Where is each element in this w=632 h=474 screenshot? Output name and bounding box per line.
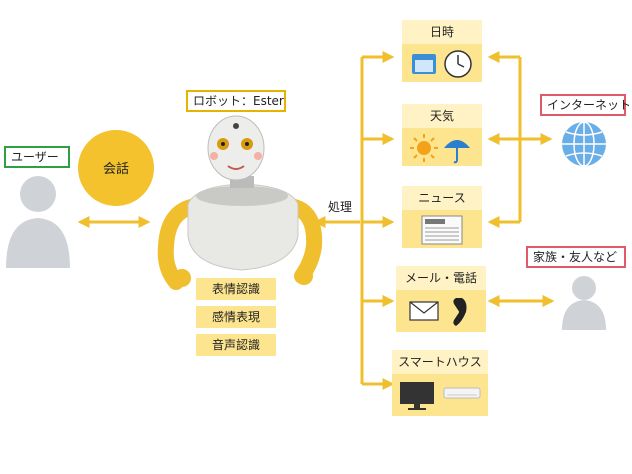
conversation-label: 会話 [102, 162, 129, 177]
service-mail-phone: メール・電話 [396, 266, 486, 332]
clock-icon [444, 50, 472, 78]
calendar-icon [412, 54, 436, 74]
service-datetime: 日時 [402, 20, 482, 82]
service-news: ニュース [402, 186, 482, 248]
service-smarthouse-title: スマートハウス [392, 350, 488, 374]
tv-icon [400, 382, 434, 410]
service-news-title: ニュース [402, 186, 482, 210]
process-label: 処理 [328, 200, 353, 214]
skill-voice-recognition: 音声認識 [196, 334, 276, 356]
service-weather-title: 天気 [402, 104, 482, 128]
mail-icon [409, 301, 439, 321]
service-datetime-title: 日時 [402, 20, 482, 44]
umbrella-icon [444, 140, 470, 164]
skill-facial-recognition: 表情認識 [196, 278, 276, 300]
robot-label: ロボット：Ester [186, 90, 286, 112]
newspaper-icon [421, 215, 463, 245]
sun-icon [410, 134, 438, 162]
phone-icon [453, 298, 467, 326]
service-smarthouse: スマートハウス [392, 350, 488, 416]
family-label: 家族・友人など [526, 246, 626, 268]
conversation-bubble [78, 130, 154, 206]
service-weather: 天気 [402, 104, 482, 166]
service-mail-phone-title: メール・電話 [396, 266, 486, 290]
internet-label: インターネット [540, 94, 631, 116]
air-conditioner-icon [443, 387, 481, 399]
user-label: ユーザー [4, 146, 70, 168]
skill-emotion-expression: 感情表現 [196, 306, 276, 328]
